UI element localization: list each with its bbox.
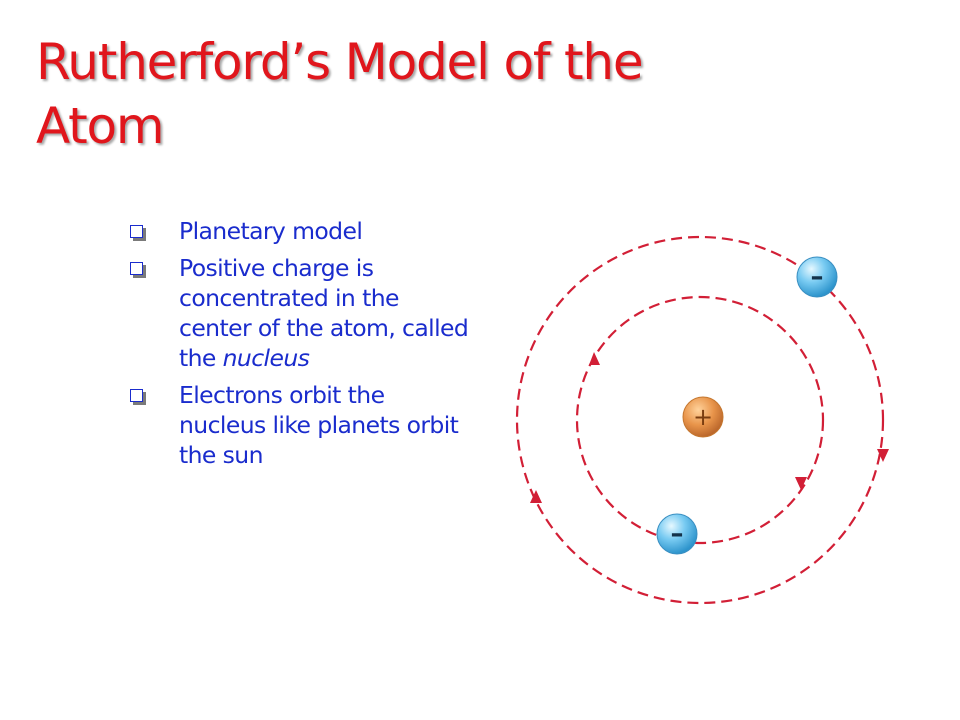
slide-title: Rutherford’s Model of the Atom [36,33,644,155]
outer-orbit [515,235,885,605]
checkbox-bullet-icon [130,225,146,241]
nucleus: + [682,396,724,438]
checkbox-bullet-icon [130,389,146,405]
inner-orbit [575,295,825,545]
checkbox-bullet-icon [130,262,146,278]
electron-outer: – [796,256,838,298]
bullet-item: Positive charge is concentrated in the c… [130,253,475,373]
electron-minus-symbol: – [671,519,684,549]
inner-orbit-arrow-left-icon [589,352,600,365]
outer-orbit-arrow-left-icon [530,490,542,503]
electron-inner: – [656,513,698,555]
bullet-text: Positive charge is concentrated in the c… [179,253,475,373]
bullet-item: Planetary model [130,216,475,246]
bullet-item: Electrons orbit the nucleus like planets… [130,380,475,470]
bullet-text-part: Positive charge is concentrated in the c… [179,254,469,372]
orbit-arrows [530,352,889,503]
outer-orbit-arrow-right-icon [877,449,889,462]
nucleus-plus-symbol: + [693,403,713,431]
bullet-list: Planetary model Positive charge is conce… [130,216,475,477]
bullet-text: Electrons orbit the nucleus like planets… [179,381,459,469]
atom-diagram: + – – [515,235,889,605]
bullet-text: Planetary model [179,217,363,245]
inner-orbit-arrow-right-icon [795,477,807,490]
bullet-italic-term: nucleus [222,344,310,372]
electron-minus-symbol: – [811,262,824,292]
